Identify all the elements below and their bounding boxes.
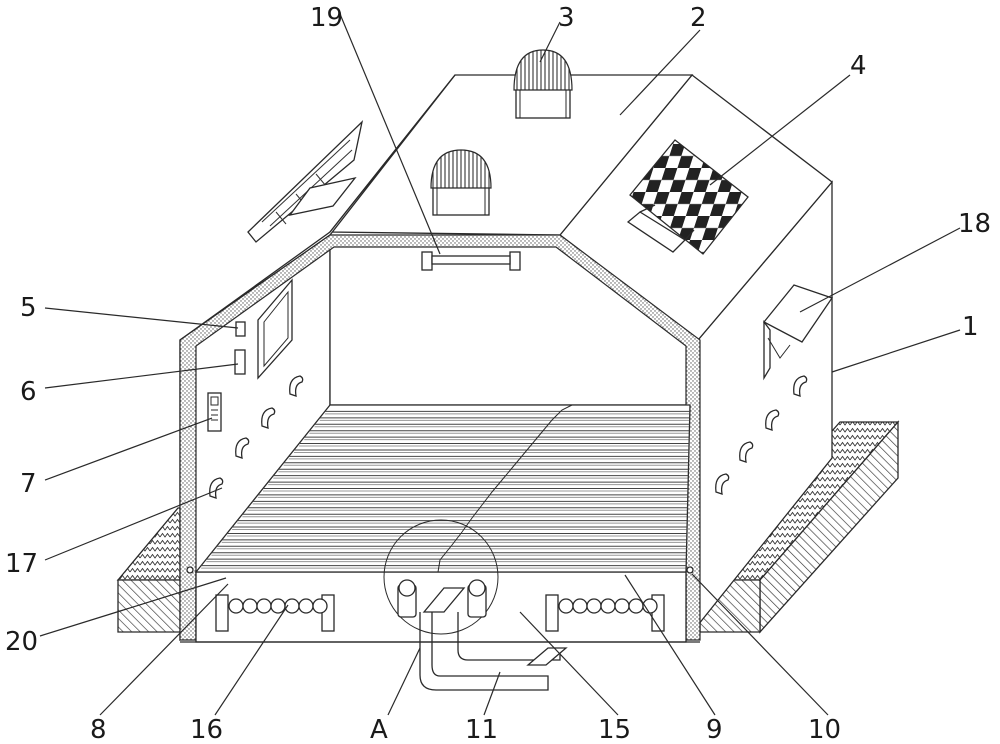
rivet-left [187,567,193,573]
label-1: 1 [962,312,979,342]
rivet-right [687,567,693,573]
label-10: 10 [808,715,841,744]
label-2: 2 [690,3,707,33]
roof-ventilator-1 [514,50,572,118]
label-15: 15 [598,715,631,744]
label-19: 19 [310,3,343,33]
label-17: 17 [5,549,38,579]
control-panel-7 [208,393,221,431]
label-a: A [370,715,388,744]
label-16: 16 [190,715,223,744]
roof-ventilator-2 [431,150,491,215]
label-11: 11 [465,715,498,744]
label-7: 7 [20,469,37,499]
sensor-6 [235,350,245,374]
label-20: 20 [5,627,38,657]
label-8: 8 [90,715,107,744]
label-3: 3 [558,3,575,33]
label-6: 6 [20,377,37,407]
label-4: 4 [850,51,867,81]
sensor-5 [236,322,245,336]
label-9: 9 [706,715,723,744]
label-18: 18 [958,209,991,239]
label-5: 5 [20,293,37,323]
